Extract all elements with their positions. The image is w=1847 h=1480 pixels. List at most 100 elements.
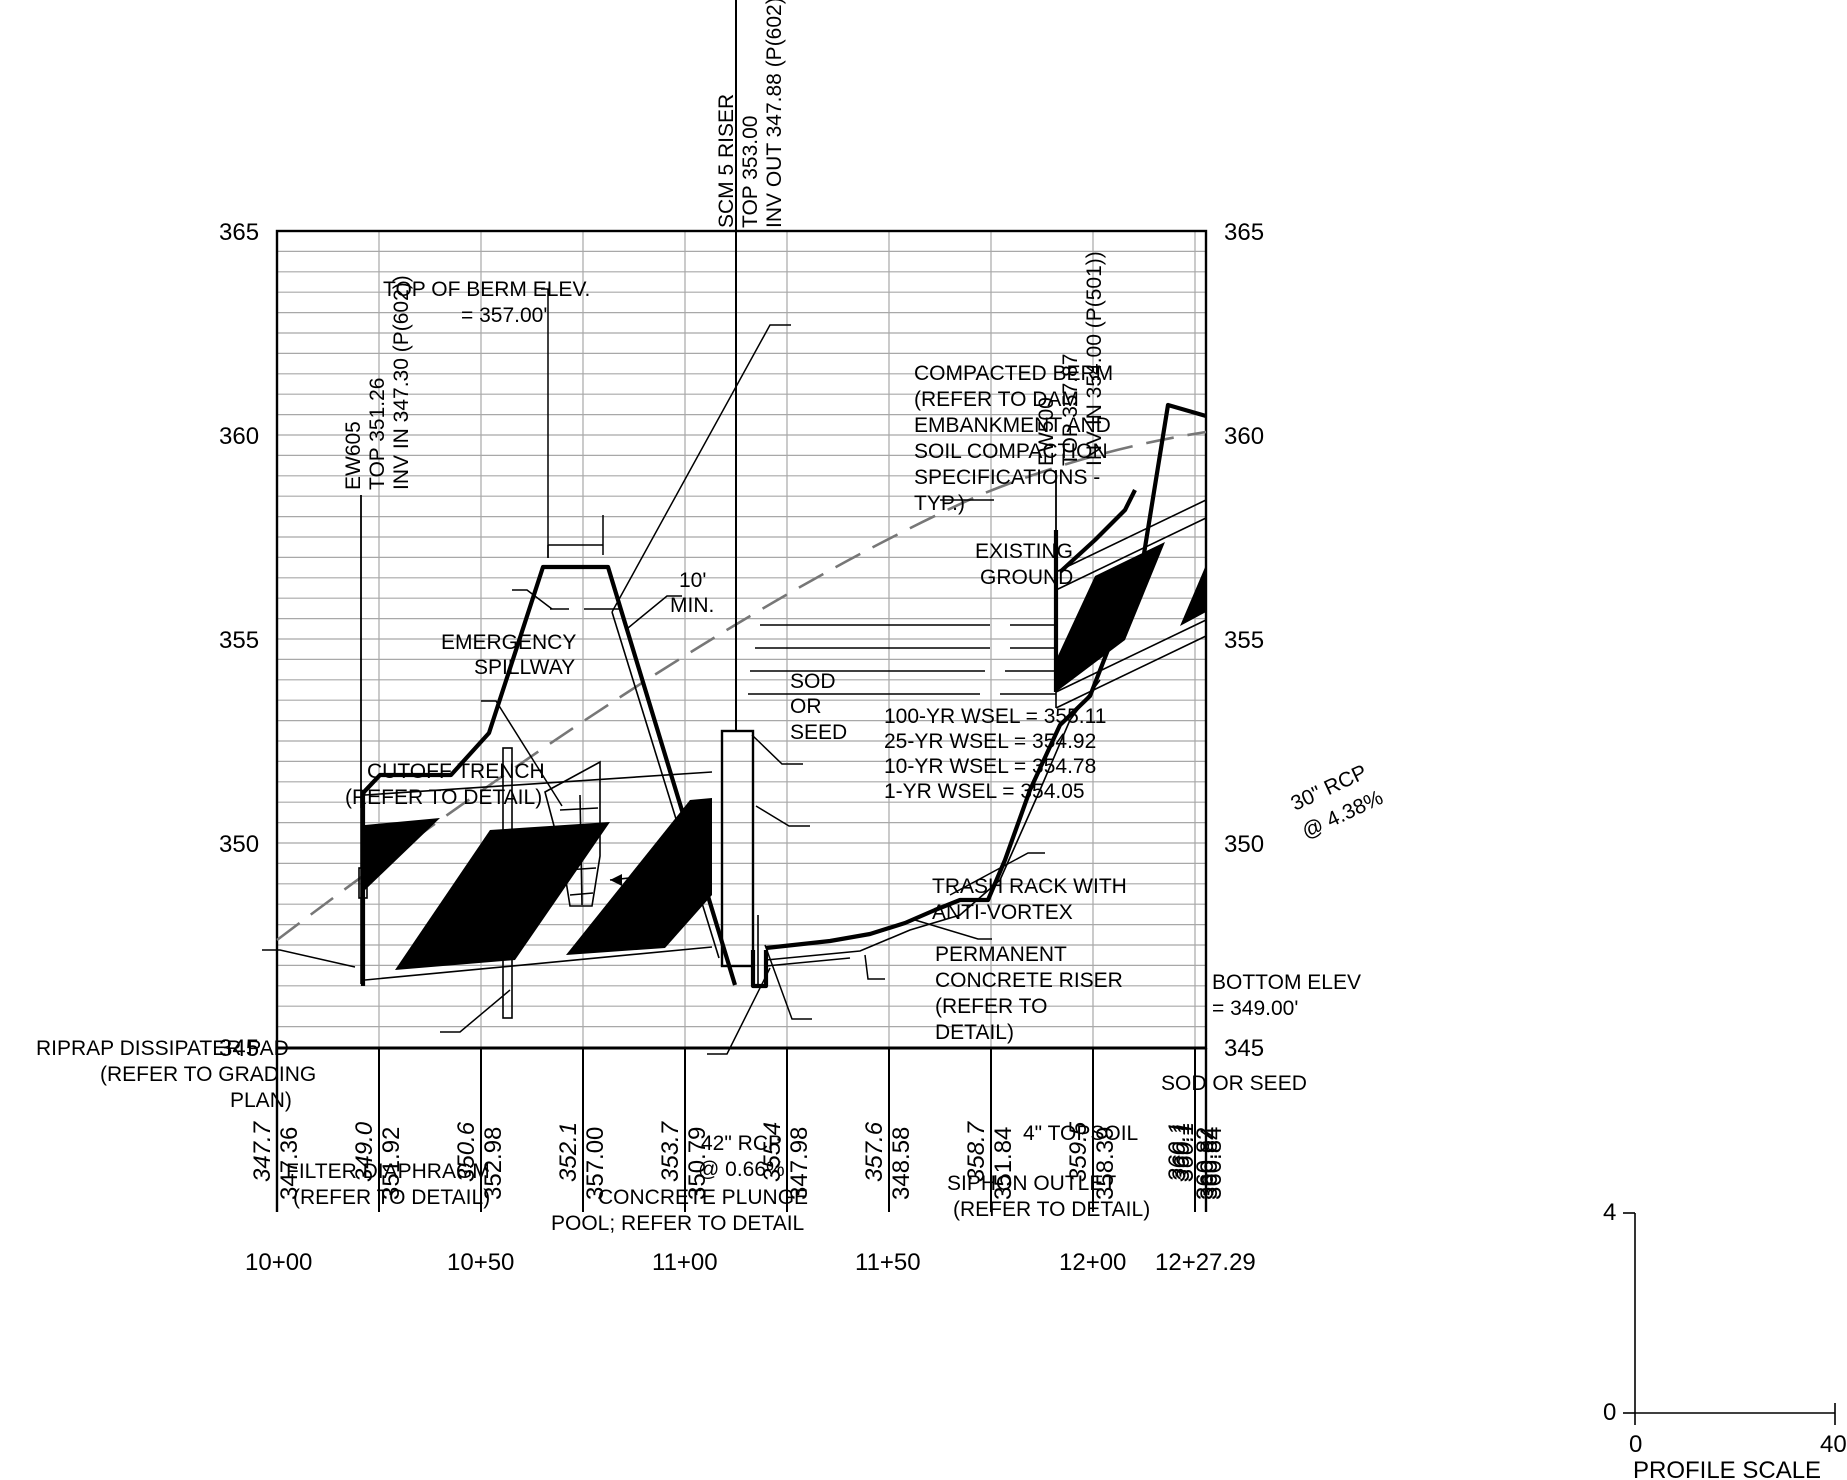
station-axis: 10+00 10+50 11+00 11+50 12+00 12+27.29	[245, 1249, 1256, 1276]
proposed-grade-value: 350.79	[684, 1127, 711, 1200]
svg-text:TOP OF BERM ELEV.: TOP OF BERM ELEV.	[383, 278, 590, 301]
berm-inner	[611, 611, 720, 959]
proposed-grade-value: 347.98	[786, 1127, 813, 1200]
existing-grade-value: 355.4	[759, 1122, 786, 1182]
annotation-permanent-riser: PERMANENT CONCRETE RISER (REFER TO DETAI…	[935, 943, 1123, 1044]
svg-text:(REFER TO: (REFER TO	[935, 995, 1047, 1018]
proposed-grade-values: 347.36 351.92 352.98 357.00 350.79 347.9…	[276, 1127, 1227, 1200]
svg-text:PERMANENT: PERMANENT	[935, 943, 1067, 966]
station-label: 11+50	[855, 1249, 921, 1276]
grade-table: 347.7 349.0 350.6 352.1 353.7 355.4 357.…	[249, 1120, 1227, 1200]
elev-label: 350	[1224, 831, 1264, 858]
annotation-topsoil: 4" TOPSOIL	[1023, 1122, 1138, 1145]
proposed-grade-value: 360.82	[1192, 1127, 1219, 1200]
station-label: 12+27.29	[1155, 1249, 1256, 1276]
structure-label: TOP 353.00	[739, 116, 762, 228]
topsoil-line	[765, 679, 1101, 961]
svg-text:(REFER TO DETAIL): (REFER TO DETAIL)	[345, 786, 542, 809]
annotation-emergency-spillway: EMERGENCY SPILLWAY	[441, 631, 576, 679]
svg-text:GROUND: GROUND	[980, 566, 1073, 589]
existing-grade-value: 359.5	[1065, 1121, 1092, 1182]
scale-tick-label: 0	[1629, 1431, 1642, 1458]
structure-label: INV IN 347.30 (P(602))	[390, 275, 413, 490]
svg-text:(REFER TO DETAIL): (REFER TO DETAIL)	[293, 1186, 490, 1209]
annotation-pipe-30: 30" RCP @ 4.38%	[1287, 760, 1386, 843]
annotation-top-of-berm: TOP OF BERM ELEV. = 357.00'	[383, 278, 590, 327]
riser-structure	[720, 0, 769, 989]
annotation-trash-rack: TRASH RACK WITH ANTI-VORTEX	[932, 875, 1127, 924]
station-label: 10+50	[447, 1249, 514, 1276]
station-label: 10+00	[245, 1249, 312, 1276]
existing-grade-value: 360.1	[1168, 1122, 1195, 1182]
proposed-grade-value: 352.98	[480, 1127, 507, 1200]
svg-text:PLAN): PLAN)	[230, 1089, 292, 1112]
svg-text:(REFER TO DAM: (REFER TO DAM	[914, 388, 1079, 411]
leader-lines	[262, 288, 1045, 1055]
annotation-pipe-42: 42" RCP @ 0.66%	[698, 1132, 785, 1181]
svg-text:EMERGENCY: EMERGENCY	[441, 631, 576, 654]
svg-text:10': 10'	[679, 569, 706, 592]
svg-text:MIN.: MIN.	[670, 594, 714, 617]
existing-grade-value: 357.6	[861, 1121, 888, 1182]
berm-outline	[360, 564, 738, 986]
svg-text:SOD: SOD	[790, 670, 836, 693]
profile-scale-bar: 4 0 0 40 PROFILE SCALE	[1603, 1199, 1847, 1480]
structure-label-ew605: EW605 TOP 351.26 INV IN 347.30 (P(602))	[342, 275, 413, 808]
scale-tick-label: 40	[1820, 1431, 1847, 1458]
svg-text:ANTI-VORTEX: ANTI-VORTEX	[932, 901, 1073, 924]
svg-text:SIPHON OUTLET: SIPHON OUTLET	[947, 1172, 1116, 1195]
structure-label: TOP 351.26	[366, 378, 389, 490]
structure-label-scm5: SCM 5 RISER TOP 353.00 INV OUT 347.88 (P…	[715, 0, 786, 228]
existing-grade-value: 350.6	[453, 1121, 480, 1182]
annotation-sod-or-seed: SOD OR SEED	[790, 670, 847, 744]
svg-text:POOL; REFER TO DETAIL: POOL; REFER TO DETAIL	[551, 1212, 804, 1235]
elev-label: 350	[219, 831, 259, 858]
annotation-siphon-outlet: SIPHON OUTLET (REFER TO DETAIL)	[947, 1172, 1150, 1221]
svg-text:TYP.): TYP.)	[914, 492, 965, 515]
structure-label: SCM 5 RISER	[715, 94, 738, 228]
elev-label: 345	[219, 1035, 259, 1062]
structure-label: TOP 357.87	[1059, 354, 1082, 466]
proposed-grade-value: 357.00	[582, 1127, 609, 1200]
wsel-10yr: 10-YR WSEL = 354.78	[884, 755, 1096, 778]
svg-text:SOIL COMPACTION: SOIL COMPACTION	[914, 440, 1108, 463]
proposed-grade-value: 360.84	[1200, 1127, 1227, 1200]
svg-text:42" RCP: 42" RCP	[701, 1132, 782, 1155]
svg-text:SPILLWAY: SPILLWAY	[474, 656, 575, 679]
scale-title: PROFILE SCALE	[1633, 1457, 1821, 1480]
annotation-compacted-berm: COMPACTED BERM (REFER TO DAM EMBANKMENT …	[914, 362, 1113, 515]
elevation-axis-right: 365 360 355 350 345	[1224, 219, 1264, 1062]
wsel-lines	[748, 624, 1056, 695]
cutoff-trench	[544, 760, 601, 907]
wsel-25yr: 25-YR WSEL = 354.92	[884, 730, 1096, 753]
elev-label: 365	[219, 219, 259, 246]
structure-label: INV IN 354.00 (P(501))	[1083, 251, 1106, 466]
existing-grade-value: 360.1	[1172, 1122, 1199, 1182]
svg-text:CONCRETE PLUNGE: CONCRETE PLUNGE	[598, 1186, 808, 1209]
svg-text:@ 0.66%: @ 0.66%	[698, 1158, 785, 1181]
scale-tick-label: 0	[1603, 1399, 1616, 1426]
structure-label: INV OUT 347.88 (P(602))	[763, 0, 786, 228]
elev-label: 360	[1224, 423, 1264, 450]
svg-text:FILTER DIAPHRAGM: FILTER DIAPHRAGM	[286, 1160, 490, 1183]
svg-text:CUTOFF TRENCH: CUTOFF TRENCH	[367, 760, 545, 783]
svg-text:DETAIL): DETAIL)	[935, 1021, 1014, 1044]
wsel-100yr: 100-YR WSEL = 355.11	[884, 705, 1106, 728]
elev-label: 360	[219, 423, 259, 450]
svg-text:(REFER TO DETAIL): (REFER TO DETAIL)	[953, 1198, 1150, 1221]
svg-text:(REFER TO GRADING: (REFER TO GRADING	[100, 1063, 316, 1086]
proposed-grade-value: 351.84	[990, 1127, 1017, 1200]
elevation-axis-left: 365 360 355 350 345	[219, 219, 259, 1062]
svg-text:EXISTING: EXISTING	[975, 540, 1073, 563]
elev-label: 355	[1224, 627, 1264, 654]
structure-label-ew500: EW500 TOP 357.87 INV IN 354.00 (P(501))	[1035, 251, 1106, 530]
annotation-filter-diaphragm: FILTER DIAPHRAGM (REFER TO DETAIL)	[286, 1160, 490, 1209]
annotation-wsel: 100-YR WSEL = 355.11 25-YR WSEL = 354.92…	[884, 705, 1106, 803]
annotation-bottom-elev: BOTTOM ELEV = 349.00'	[1212, 971, 1361, 1020]
svg-text:SPECIFICATIONS -: SPECIFICATIONS -	[914, 466, 1100, 489]
wsel-1yr: 1-YR WSEL = 354.05	[884, 780, 1085, 803]
existing-grade-value: 360.1	[1164, 1122, 1191, 1182]
svg-text:TRASH RACK WITH: TRASH RACK WITH	[932, 875, 1127, 898]
filter-diaphragm	[502, 747, 513, 1019]
